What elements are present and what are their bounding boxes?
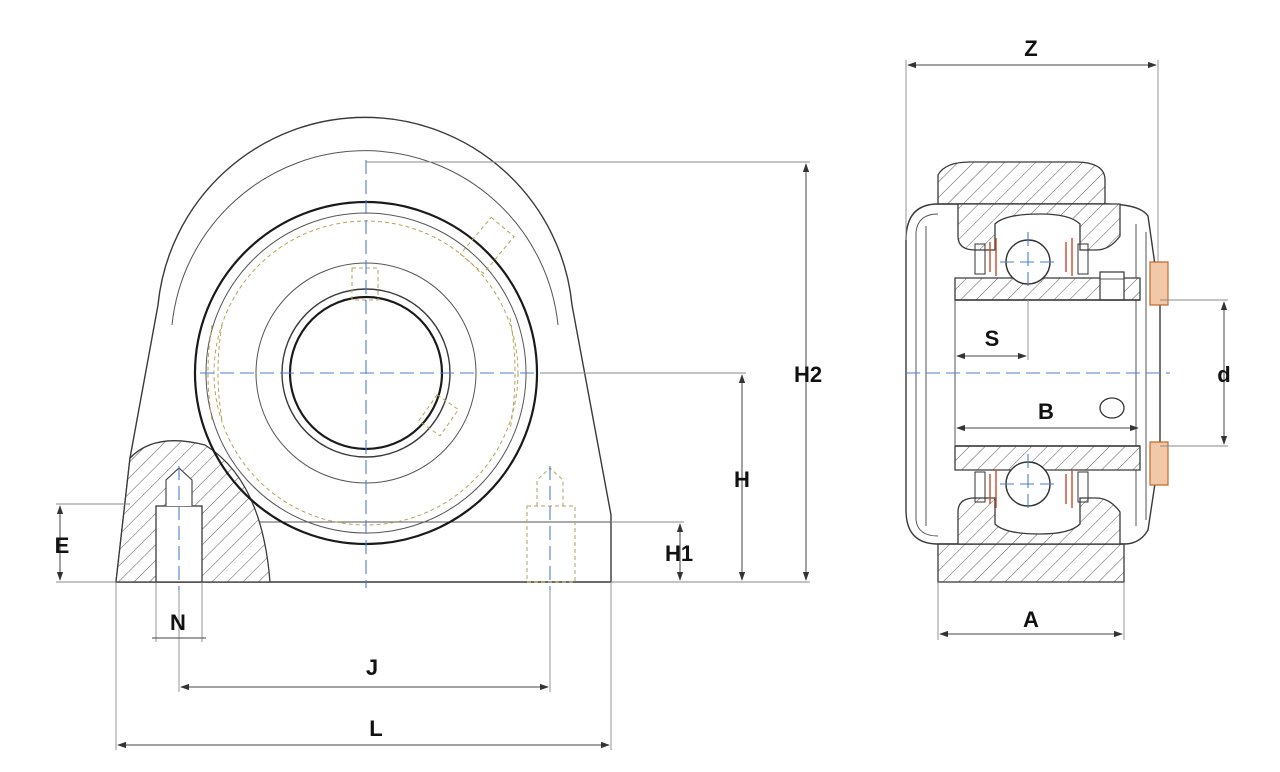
housing-outline (115, 116, 612, 583)
set-screw-top-hidden (351, 267, 379, 301)
seal-left-top (989, 238, 997, 276)
grease-hole (1099, 397, 1125, 419)
label-d: d (1217, 362, 1230, 387)
flinger-top (1149, 261, 1169, 306)
label-s: S (985, 326, 1000, 351)
side-view: Z d S B A (905, 36, 1231, 640)
label-n: N (170, 610, 186, 635)
seal-right-top (1065, 238, 1073, 276)
hidden-arc-right (509, 317, 516, 431)
seal-left-bottom (989, 470, 997, 508)
flinger-bottom (1149, 441, 1169, 486)
housing-section-top (937, 161, 1106, 205)
set-screw-side (1099, 271, 1125, 301)
outer-ring-top (957, 203, 1121, 251)
label-e: E (55, 533, 70, 558)
label-z: Z (1024, 36, 1037, 61)
label-h2: H2 (794, 362, 822, 387)
seal-right-bottom (1065, 470, 1073, 508)
label-a: A (1023, 607, 1039, 632)
label-h1: H1 (665, 541, 693, 566)
label-j: J (366, 655, 378, 680)
grease-fitting-hidden (459, 216, 515, 275)
inner-ring-bottom (954, 445, 1141, 471)
outer-ring-bottom (957, 497, 1121, 545)
label-h: H (734, 467, 750, 492)
housing-inner-contour (171, 150, 559, 326)
hidden-arc-left (207, 324, 213, 421)
bolt-hole-right-hidden (526, 505, 576, 583)
housing-section-base (937, 543, 1125, 583)
label-l: L (369, 716, 382, 741)
front-view: H2 H H1 E N J L (55, 116, 822, 750)
label-b: B (1038, 399, 1054, 424)
set-screw-right-hidden (418, 393, 460, 437)
hidden-arc-left-2 (217, 324, 223, 421)
